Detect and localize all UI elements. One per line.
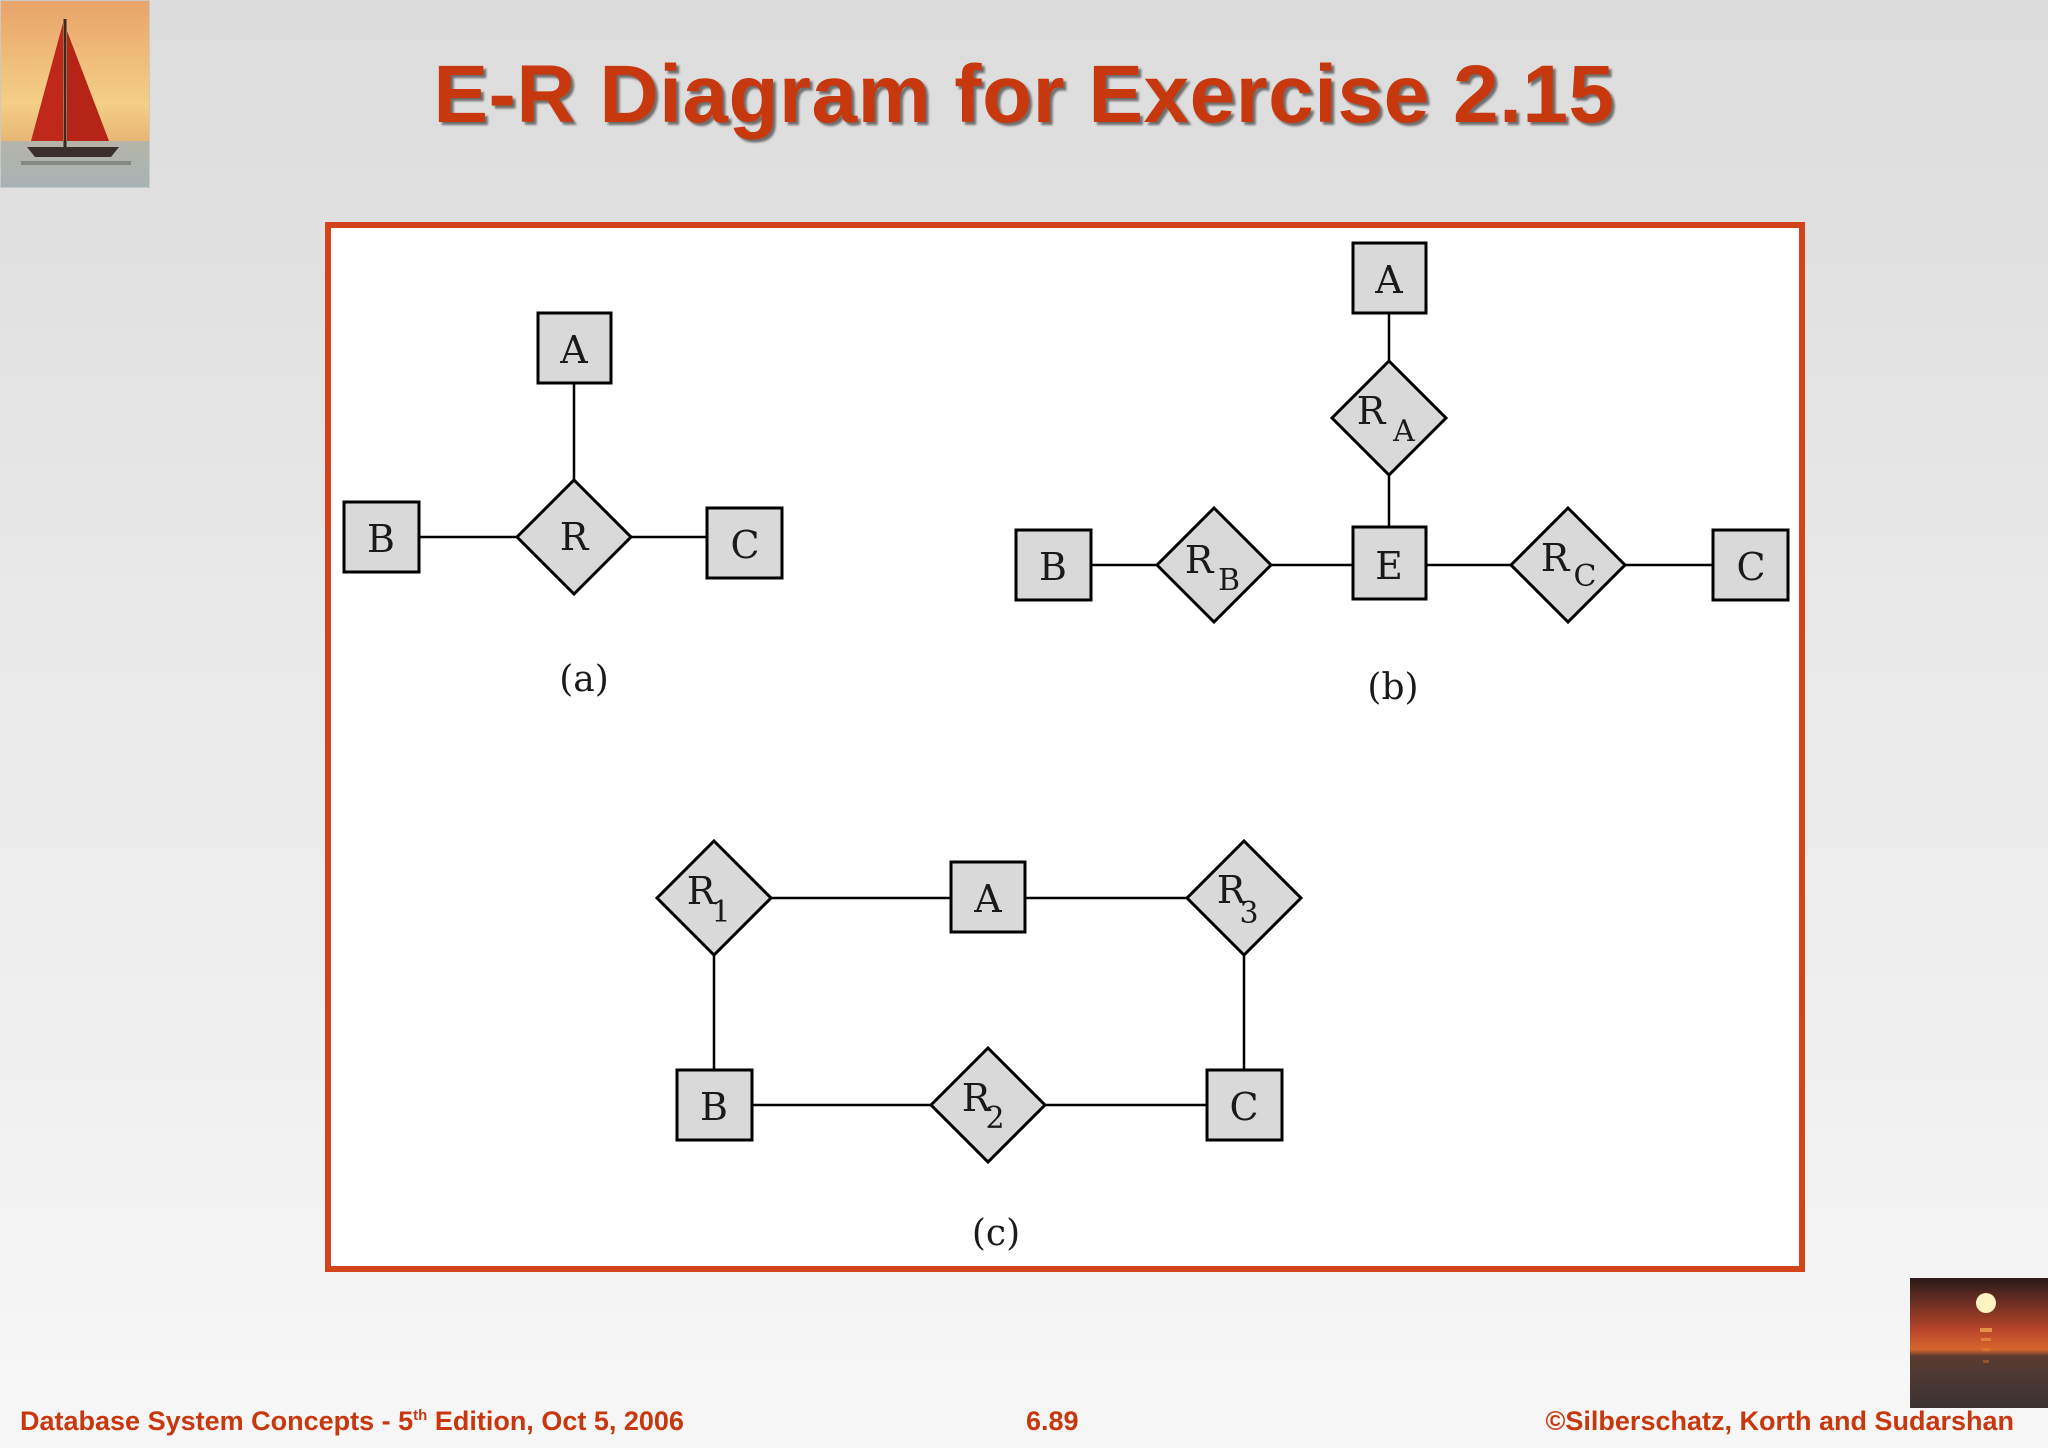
entity-b-E: E bbox=[1353, 527, 1426, 599]
entity-a-A: A bbox=[538, 313, 611, 383]
relationship-c-R1: R 1 bbox=[657, 841, 771, 955]
relationship-b-RA-base: R bbox=[1357, 389, 1387, 433]
footer-page-number: 6.89 bbox=[1026, 1406, 1079, 1437]
entity-c-B-label: B bbox=[700, 1085, 728, 1129]
entity-c-A: A bbox=[951, 862, 1025, 932]
entity-b-A: A bbox=[1353, 243, 1426, 313]
footer-book-title: Database System Concepts - 5th Edition, … bbox=[20, 1406, 684, 1437]
footer-copyright: ©Silberschatz, Korth and Sudarshan bbox=[1546, 1406, 2014, 1437]
entity-b-E-label: E bbox=[1375, 544, 1403, 588]
footer-book-title-sup: th bbox=[413, 1407, 427, 1424]
relationship-b-RA: R A bbox=[1332, 361, 1446, 475]
relationship-b-RC-sub: C bbox=[1574, 559, 1597, 594]
relationship-c-R2: R 2 bbox=[931, 1048, 1045, 1162]
relationship-c-R1-sub: 1 bbox=[711, 895, 730, 930]
er-diagram: A B C R (a) A R A B R bbox=[331, 228, 1799, 1266]
entity-b-C-label: C bbox=[1736, 545, 1765, 589]
relationship-b-RB: R B bbox=[1157, 508, 1271, 622]
slide-title: E-R Diagram for Exercise 2.15 bbox=[0, 48, 2048, 142]
caption-a: (a) bbox=[559, 659, 609, 700]
entity-c-A-label: A bbox=[973, 877, 1002, 921]
entity-a-C: C bbox=[707, 508, 782, 578]
relationship-c-R2-sub: 2 bbox=[985, 1101, 1004, 1136]
footer-book-title-prefix: Database System Concepts - 5 bbox=[20, 1406, 413, 1436]
relationship-b-RB-base: R bbox=[1185, 538, 1215, 582]
entity-c-B: B bbox=[677, 1070, 752, 1140]
caption-b: (b) bbox=[1367, 667, 1418, 708]
relationship-c-R3-sub: 3 bbox=[1239, 896, 1258, 931]
sunset-logo bbox=[1910, 1278, 2048, 1408]
relationship-b-RA-sub: A bbox=[1392, 414, 1415, 449]
entity-a-B: B bbox=[344, 502, 419, 572]
entity-b-A-label: A bbox=[1374, 258, 1403, 302]
relationship-a-R-label: R bbox=[560, 515, 590, 559]
relationship-c-R3: R 3 bbox=[1187, 841, 1301, 955]
entity-a-B-label: B bbox=[367, 517, 395, 561]
entity-b-C: C bbox=[1713, 530, 1788, 600]
relationship-b-RC: R C bbox=[1511, 508, 1625, 622]
entity-c-C: C bbox=[1207, 1070, 1282, 1140]
relationship-a-R: R bbox=[517, 480, 631, 594]
relationship-b-RB-sub: B bbox=[1218, 563, 1240, 598]
entity-b-B-label: B bbox=[1039, 545, 1067, 589]
entity-b-B: B bbox=[1016, 530, 1091, 600]
diagram-frame: A B C R (a) A R A B R bbox=[325, 222, 1805, 1272]
entity-a-C-label: C bbox=[730, 523, 759, 567]
footer-book-title-suffix: Edition, Oct 5, 2006 bbox=[427, 1406, 684, 1436]
caption-c: (c) bbox=[972, 1213, 1020, 1254]
relationship-b-RC-base: R bbox=[1541, 536, 1571, 580]
entity-c-C-label: C bbox=[1229, 1085, 1258, 1129]
entity-a-A-label: A bbox=[559, 328, 588, 372]
